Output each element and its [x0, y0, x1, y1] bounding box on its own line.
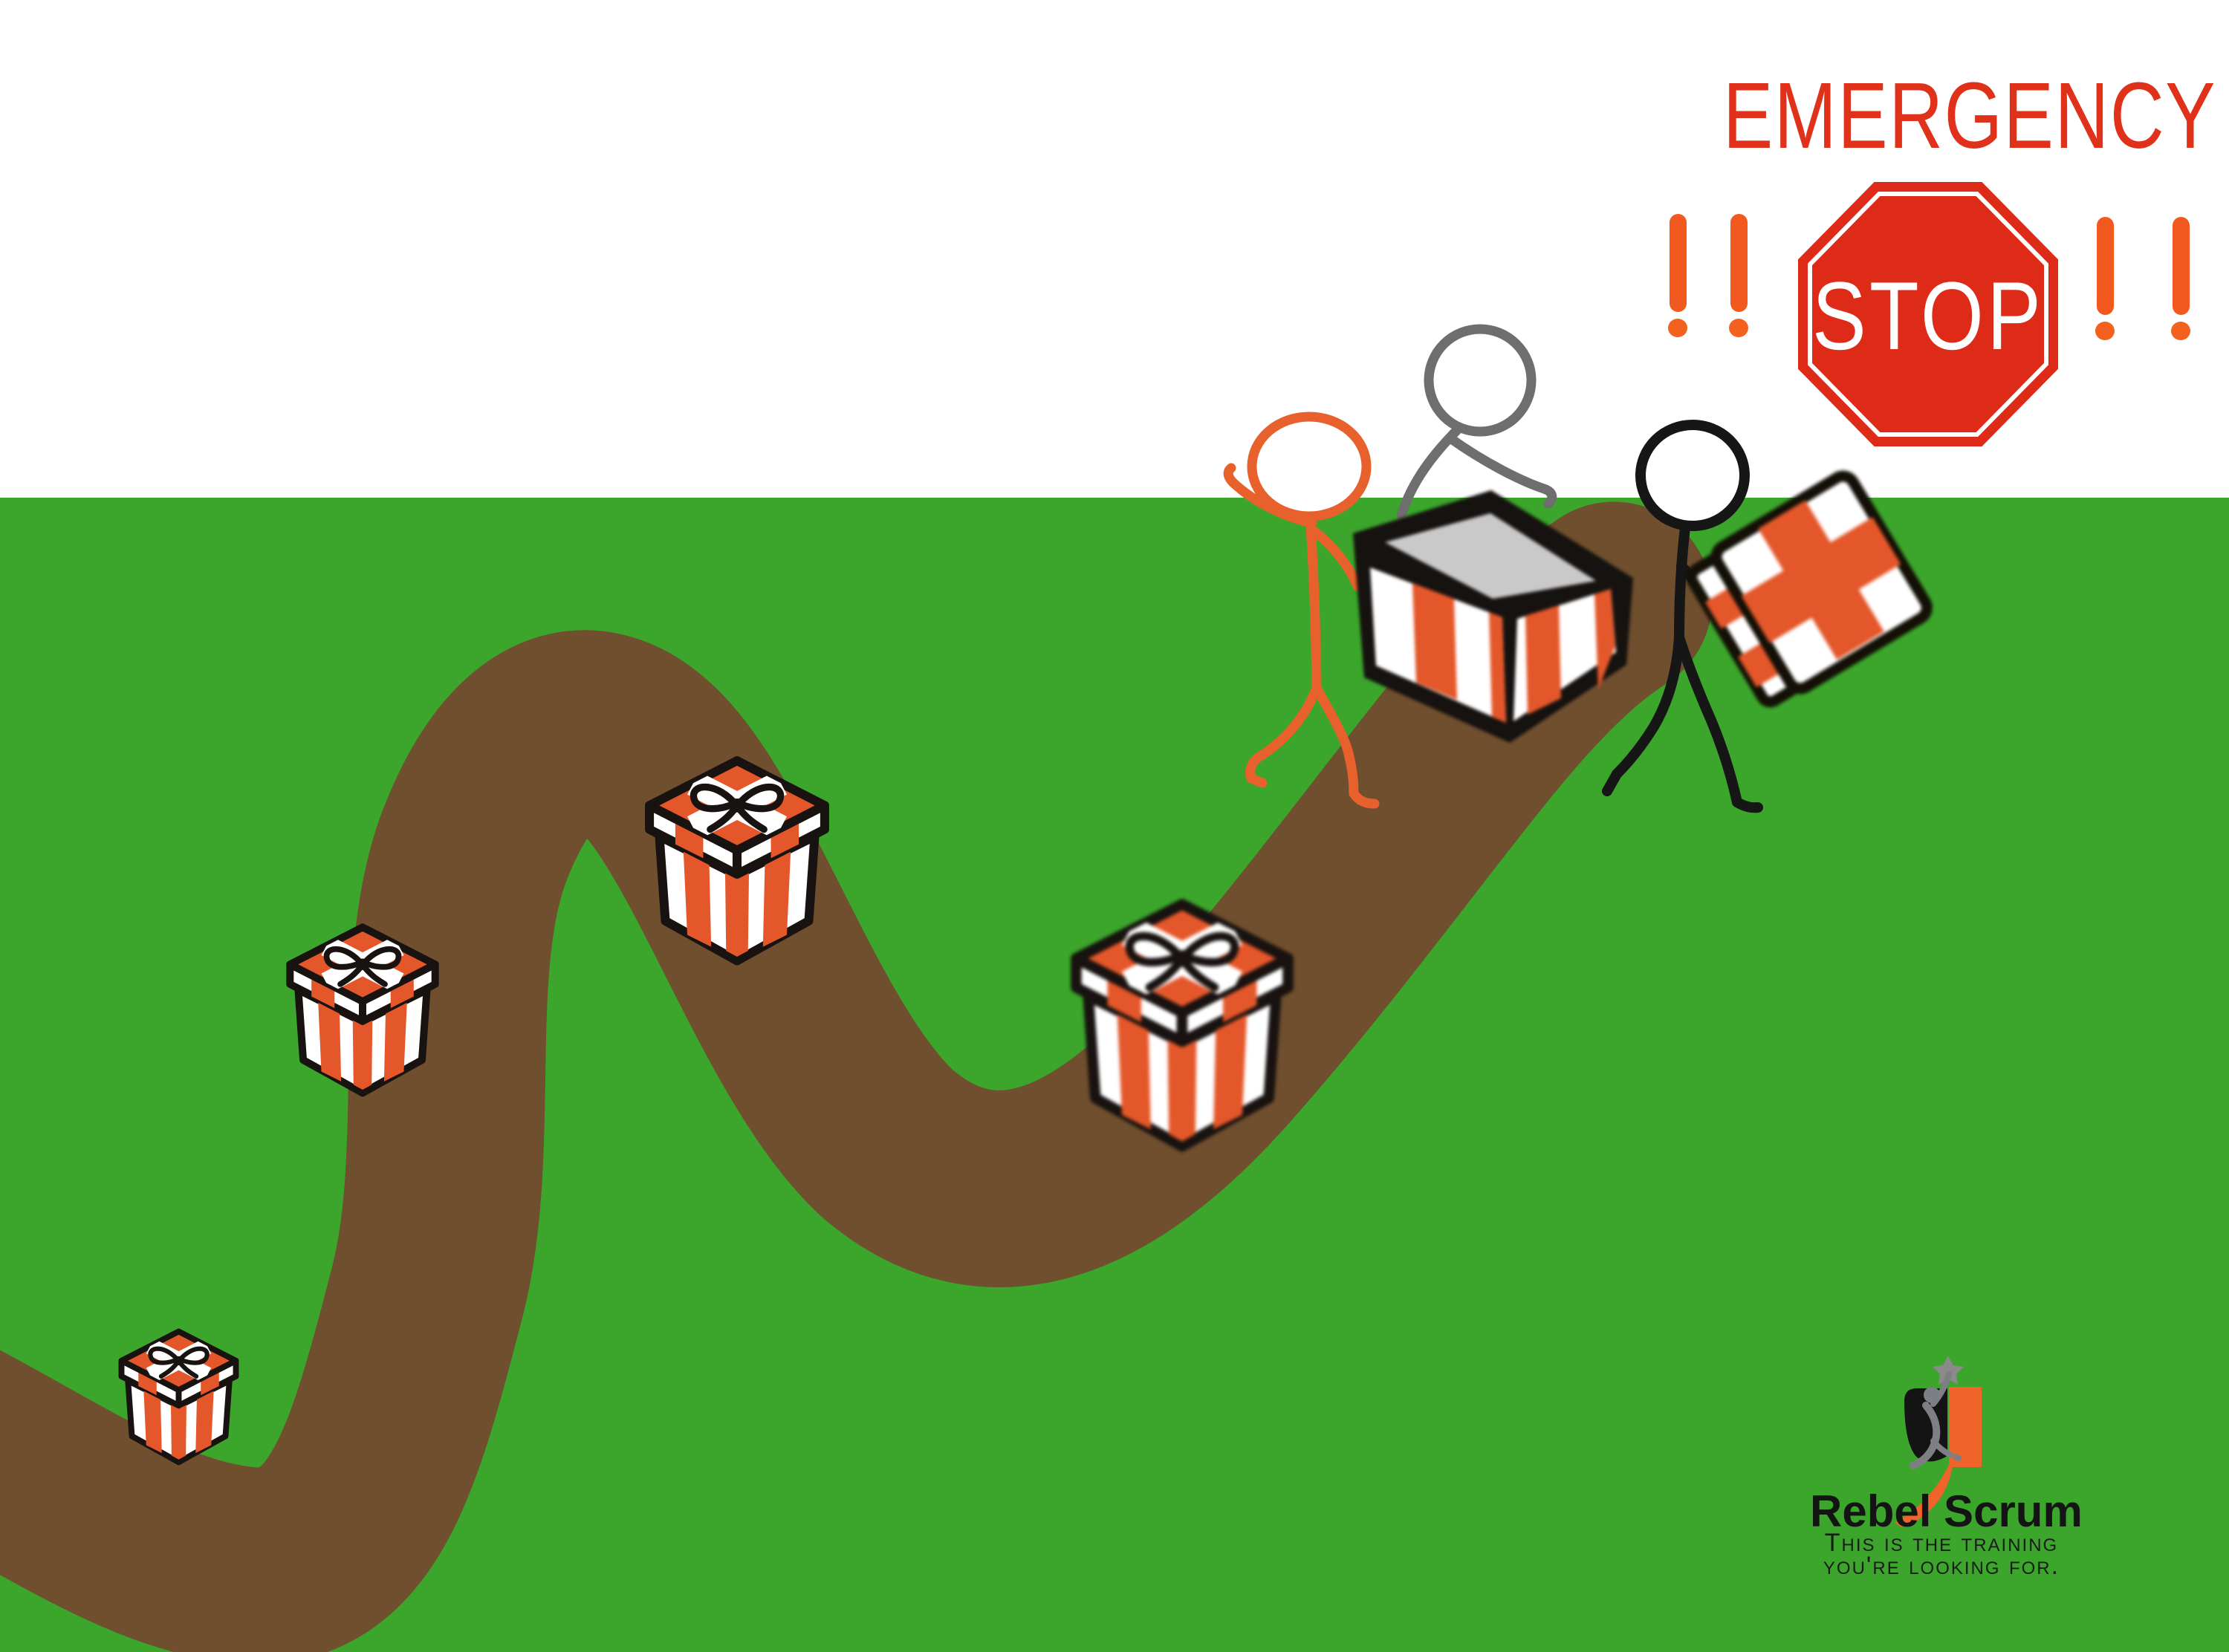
exclamation-icon	[1668, 214, 1687, 337]
gift-box-icon	[122, 1332, 236, 1463]
stop-sign-face	[1812, 196, 2044, 432]
open-cube-icon	[1353, 490, 1633, 743]
stop-sign-label: STOP	[1811, 261, 2045, 370]
logo-tagline-line1: This is the training	[1824, 1529, 2059, 1557]
stop-sign-icon: STOP	[1798, 182, 2058, 446]
gift-box-icon	[290, 927, 435, 1093]
swoosh-icon	[1895, 1453, 1954, 1527]
exclamation-bar	[2097, 217, 2114, 315]
exclamation-dot	[2095, 322, 2115, 340]
logo-tagline: This is the training you're looking for.	[1763, 1529, 2120, 1580]
exclamation-icon	[2171, 217, 2190, 340]
exclamation-dot	[1668, 319, 1687, 337]
exclamation-bar	[2173, 217, 2190, 315]
stick-figure-orange	[1223, 412, 1380, 809]
exclamation-bar	[1730, 214, 1748, 312]
logo-tagline-line2: you're looking for.	[1823, 1552, 2060, 1580]
emergency-title: EMERGENCY	[1723, 63, 2217, 168]
exclamation-icon	[1729, 214, 1748, 337]
exclamation-icon	[2095, 217, 2115, 340]
rebel-scrum-logo-mark	[1895, 1356, 1982, 1527]
gift-box-icon	[1076, 904, 1288, 1146]
leaping-person-icon	[1910, 1371, 1962, 1469]
star-icon	[1933, 1356, 1964, 1385]
exclamation-bar	[1670, 214, 1687, 312]
stick-figure-gray	[1396, 324, 1557, 521]
first-aid-kit-icon	[1686, 470, 1933, 708]
exclamation-dot	[2171, 322, 2190, 340]
gift-box-icon	[649, 761, 825, 960]
winding-path	[0, 501, 1713, 1652]
exclamation-dot	[1729, 319, 1748, 337]
logo-name: Rebel Scrum	[1810, 1486, 2083, 1536]
